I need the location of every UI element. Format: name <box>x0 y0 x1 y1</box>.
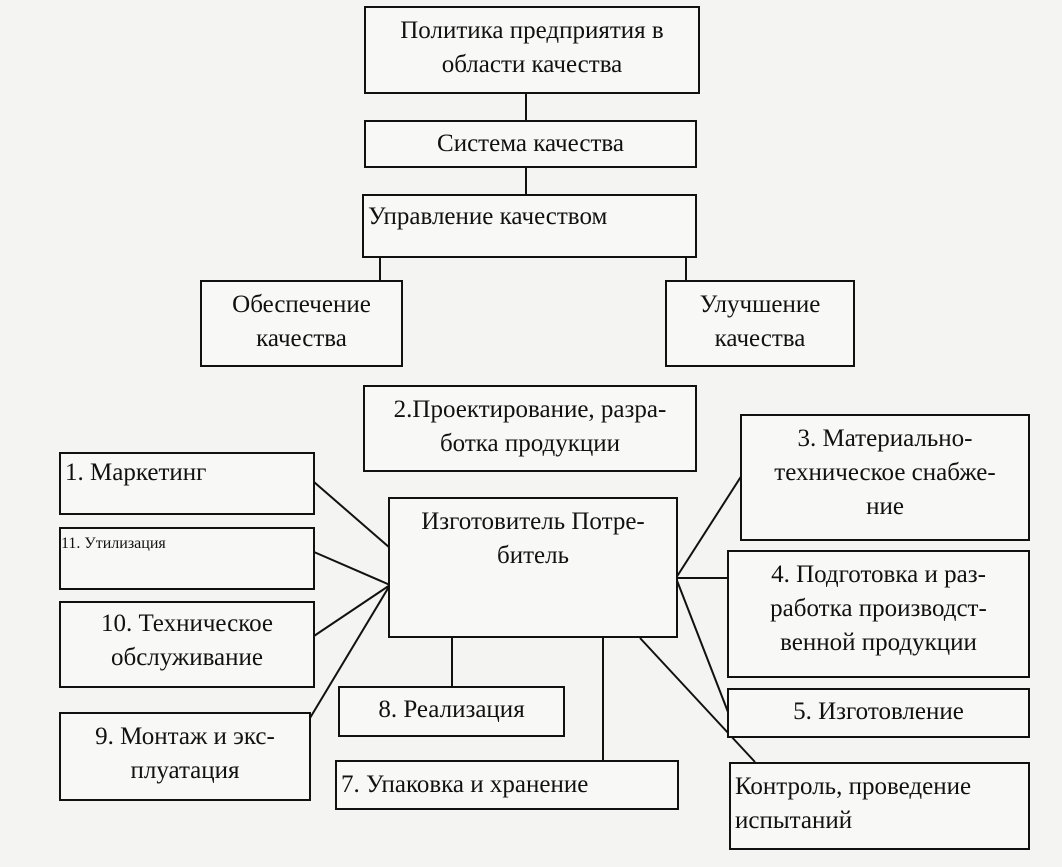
preparation-box: 4. Подготовка и раз- работка производст-… <box>727 550 1030 678</box>
control-line-2: испытаний <box>735 806 853 834</box>
quality-management-box: Управление качеством <box>362 194 697 258</box>
production-box: 5. Изготовление <box>727 688 1030 738</box>
design-box: 2.Проектирование, разра- ботка продукции <box>363 385 697 472</box>
connector-production <box>675 577 729 713</box>
disposal-label: 11. Утилизация <box>61 535 166 552</box>
montage-box: 9. Монтаж и экс- плуатация <box>59 712 311 801</box>
quality-system-box: Система качества <box>364 120 697 168</box>
connector-service <box>313 584 391 637</box>
quality-system-label: Система качества <box>437 130 624 157</box>
control-line-1: Контроль, проведение <box>735 773 972 800</box>
packing-label: 7. Упаковка и хранение <box>341 771 589 798</box>
connector-disposal <box>313 551 391 586</box>
service-line-2: обслуживание <box>110 643 264 671</box>
assurance-line-1: Обеспечение <box>232 291 371 318</box>
sales-label: 8. Реализация <box>378 696 525 723</box>
improvement-line-2: качества <box>714 324 806 352</box>
marketing-label: 1. Маркетинг <box>65 459 207 486</box>
montage-line-2: плуатация <box>130 756 240 784</box>
quality-management-label: Управление качеством <box>368 203 608 230</box>
packing-box: 7. Упаковка и хранение <box>335 760 679 810</box>
supply-line-2: техническое снабже- <box>774 458 996 486</box>
supply-line-1: 3. Материально- <box>797 425 973 452</box>
improvement-line-1: Улучшение <box>699 291 821 318</box>
preparation-line-3: венной продукции <box>780 628 977 656</box>
supply-box: 3. Материально- техническое снабже- ние <box>740 414 1030 541</box>
center-line-1: Изготовитель Потре- <box>421 508 645 535</box>
policy-box: Политика предприятия в области качества <box>364 6 700 94</box>
preparation-line-1: 4. Подготовка и раз- <box>771 561 986 588</box>
disposal-box: 11. Утилизация <box>59 527 315 590</box>
design-line-1: 2.Проектирование, разра- <box>393 396 667 423</box>
assurance-line-2: качества <box>256 324 347 352</box>
connector-marketing <box>313 481 391 549</box>
technical-service-box: 10. Техническое обслуживание <box>59 601 315 688</box>
policy-line-2: области качества <box>441 50 623 78</box>
montage-line-1: 9. Монтаж и экс- <box>95 723 275 750</box>
quality-assurance-box: Обеспечение качества <box>200 280 403 367</box>
quality-improvement-box: Улучшение качества <box>665 280 855 367</box>
supply-line-3: ние <box>866 492 904 520</box>
connector-montage <box>309 584 391 719</box>
manufacturer-consumer-box: Изготовитель Потре- битель <box>388 497 678 638</box>
production-label: 5. Изготовление <box>793 698 964 725</box>
policy-line-1: Политика предприятия в <box>400 17 664 44</box>
marketing-box: 1. Маркетинг <box>59 452 315 515</box>
control-box: Контроль, проведение испытаний <box>729 762 1030 850</box>
service-line-1: 10. Техническое <box>100 610 273 637</box>
sales-box: 8. Реализация <box>338 686 565 737</box>
design-line-2: ботка продукции <box>439 429 621 457</box>
center-line-2: битель <box>497 541 569 569</box>
connector-supply <box>675 474 743 579</box>
preparation-line-2: работка производст- <box>770 594 987 622</box>
connector-control <box>639 637 756 763</box>
